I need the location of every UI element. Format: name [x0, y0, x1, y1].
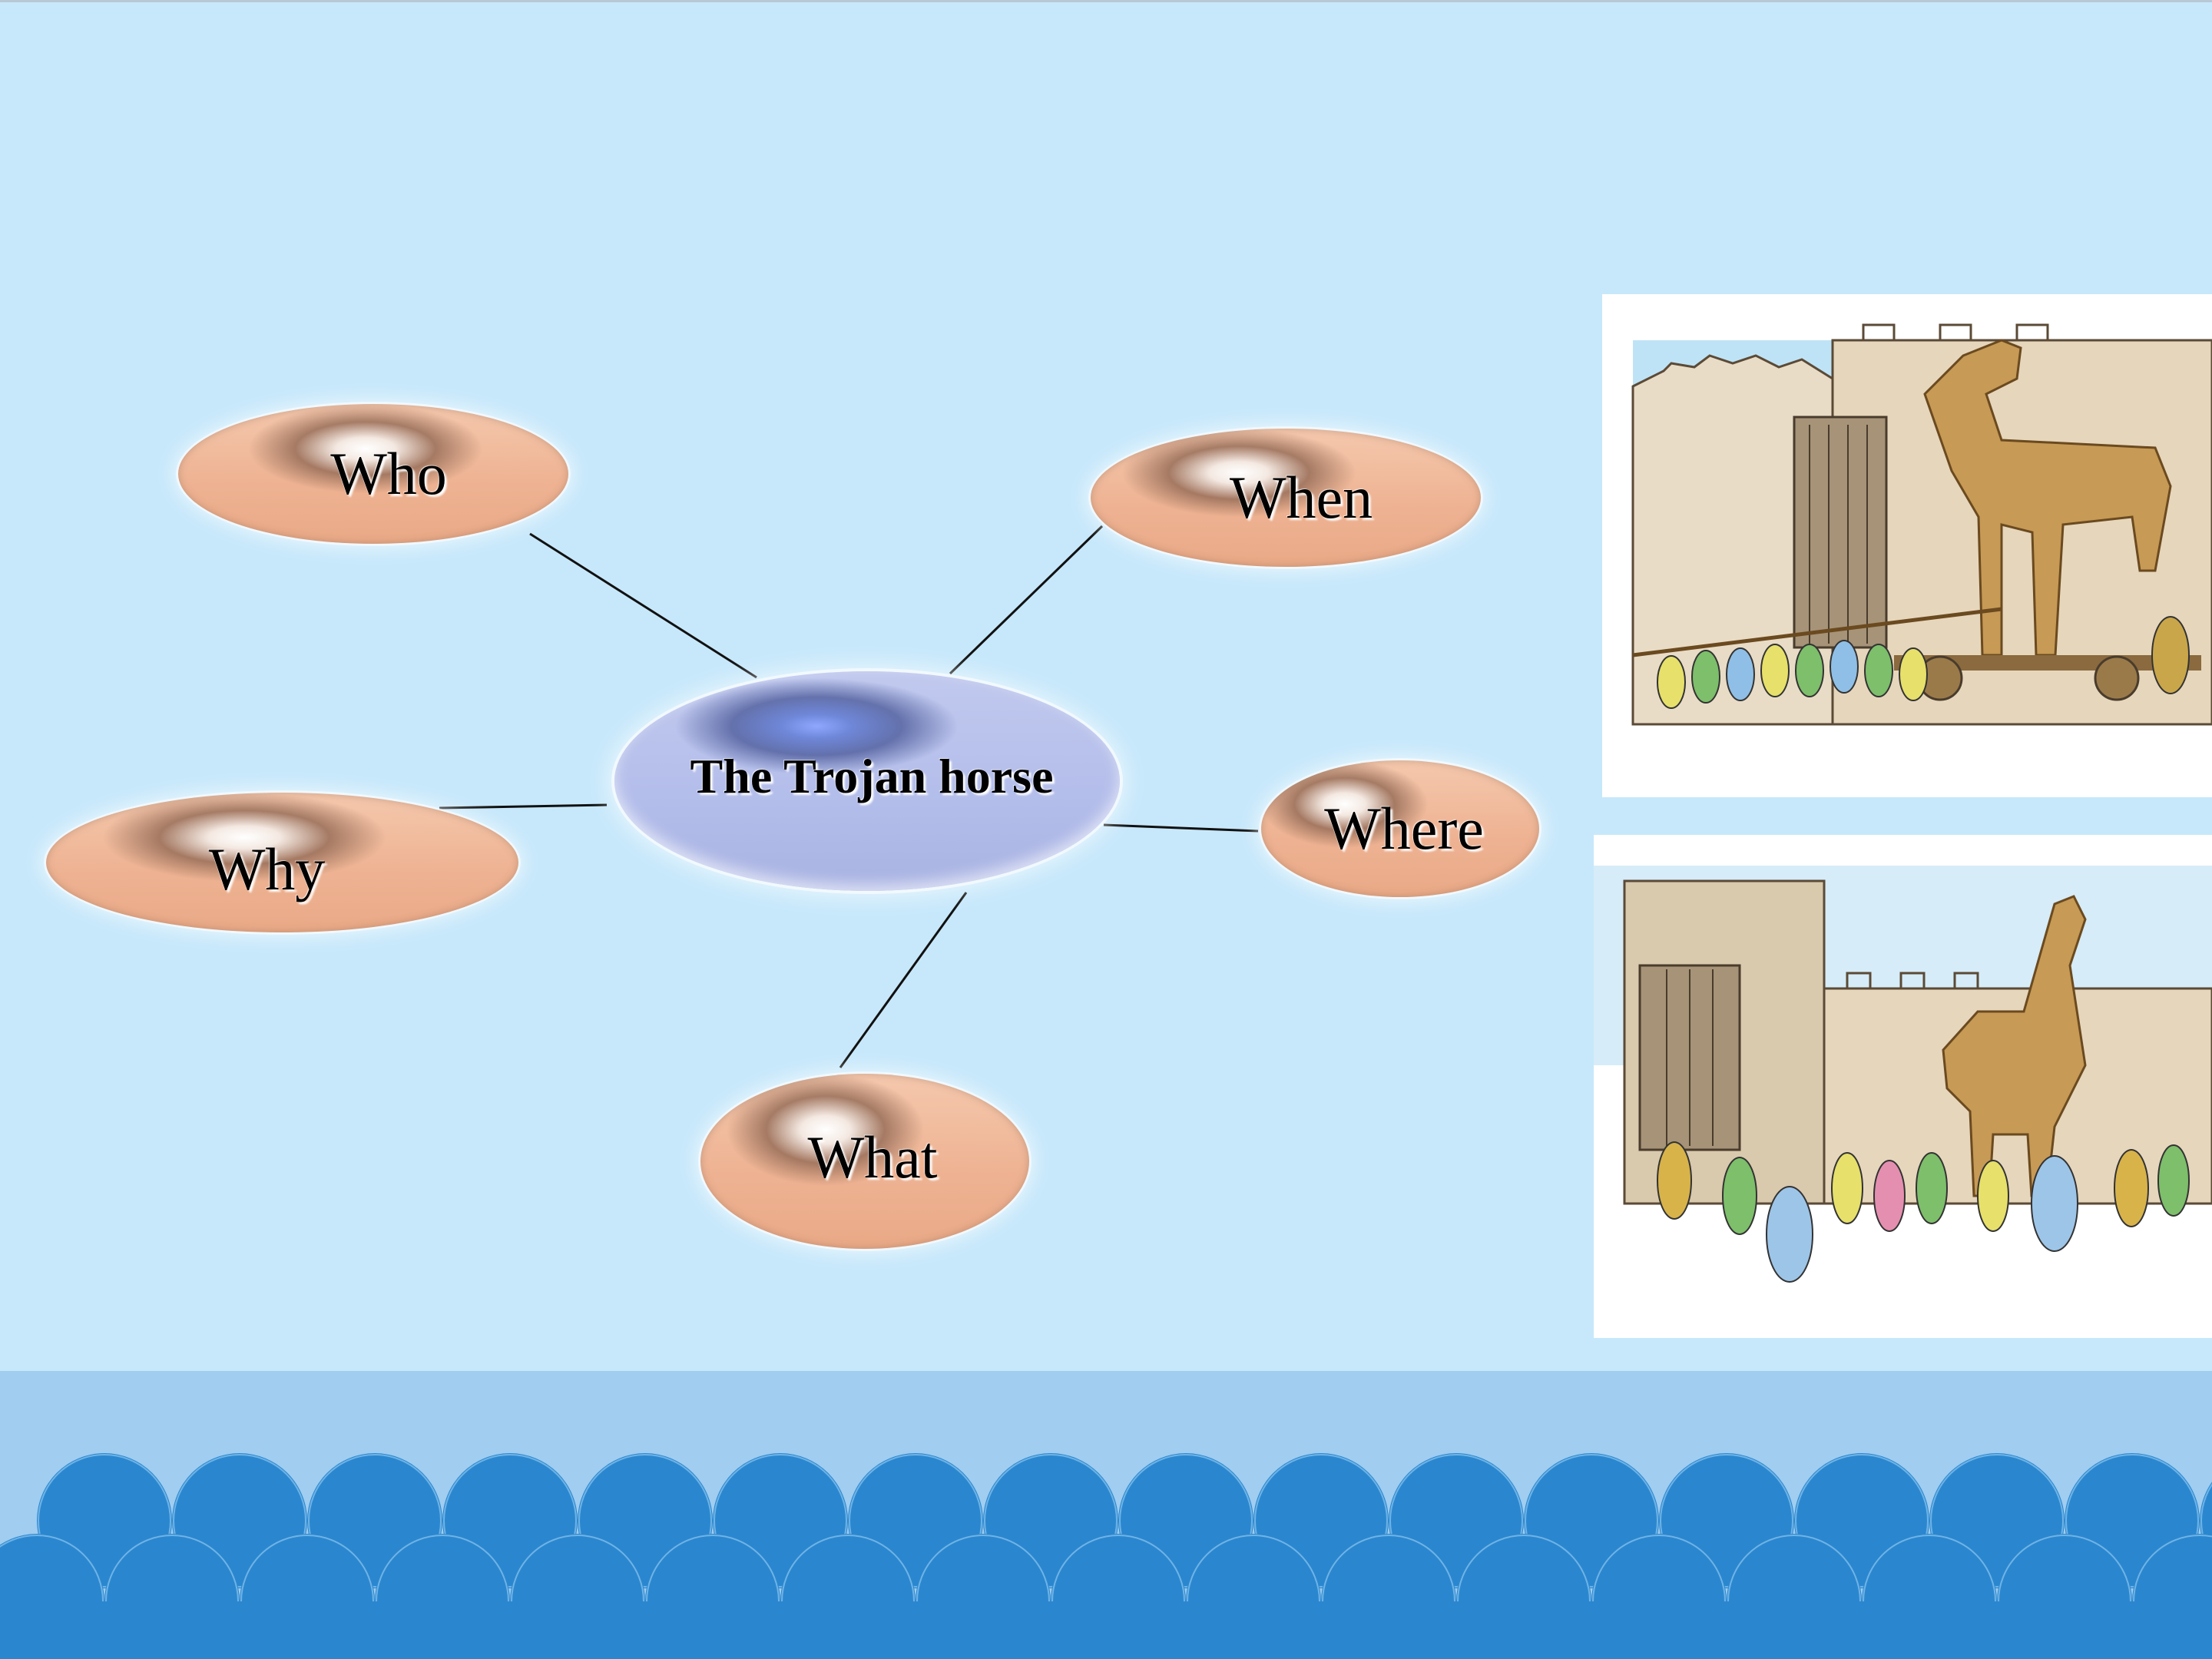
wave-scallop-outline	[1525, 1454, 1658, 1588]
wave-scallop-outline	[308, 1454, 442, 1588]
wave-scallop-outline	[1119, 1454, 1253, 1588]
wave-scallop-outline	[2065, 1454, 2199, 1588]
trojan-horse-center-node[interactable]: The Trojan horse	[614, 671, 1120, 891]
wave-scallop-outline	[443, 1454, 577, 1588]
what-label: What	[807, 1124, 938, 1190]
wave-scallop-outline	[2200, 1483, 2212, 1558]
connector-when	[949, 525, 1104, 675]
wave-scallop-outline	[984, 1454, 1118, 1588]
connector-what	[839, 892, 968, 1068]
wave-scallop-outline	[849, 1454, 982, 1588]
connector-where	[1103, 823, 1259, 833]
why-node[interactable]: Why	[46, 793, 518, 932]
when-label: When	[1229, 464, 1373, 531]
who-label: Who	[330, 440, 447, 507]
center-label: The Trojan horse	[690, 749, 1054, 803]
wave-scallop-outline	[1389, 1454, 1523, 1588]
mind-map-connectors	[439, 525, 1259, 1068]
why-label: Why	[208, 836, 326, 902]
connector-why	[439, 803, 608, 810]
what-node[interactable]: What	[700, 1074, 1029, 1249]
wave-scallop-outline	[1254, 1454, 1388, 1588]
where-node[interactable]: Where	[1261, 760, 1539, 897]
illustration-celebration-around-horse	[1594, 835, 2212, 1338]
wave-scallop-outline	[714, 1454, 847, 1588]
top-border-line	[0, 0, 2212, 2]
wave-scallop-outline	[1930, 1454, 2064, 1588]
wave-scallop-outline	[1795, 1454, 1929, 1588]
wave-scallop-outline	[38, 1454, 171, 1588]
illustration-horse-pulled-to-gate	[1602, 294, 2212, 797]
wave-scallop-outline	[578, 1454, 712, 1588]
wave-base	[0, 1601, 2212, 1659]
when-node[interactable]: When	[1091, 429, 1481, 567]
connector-who	[529, 532, 757, 679]
wave-scallop-outline	[1660, 1454, 1793, 1588]
where-label: Where	[1324, 795, 1484, 862]
who-node[interactable]: Who	[178, 404, 568, 544]
wave-pattern-footer	[0, 1453, 2212, 1659]
wave-scallop-outline	[173, 1454, 306, 1588]
